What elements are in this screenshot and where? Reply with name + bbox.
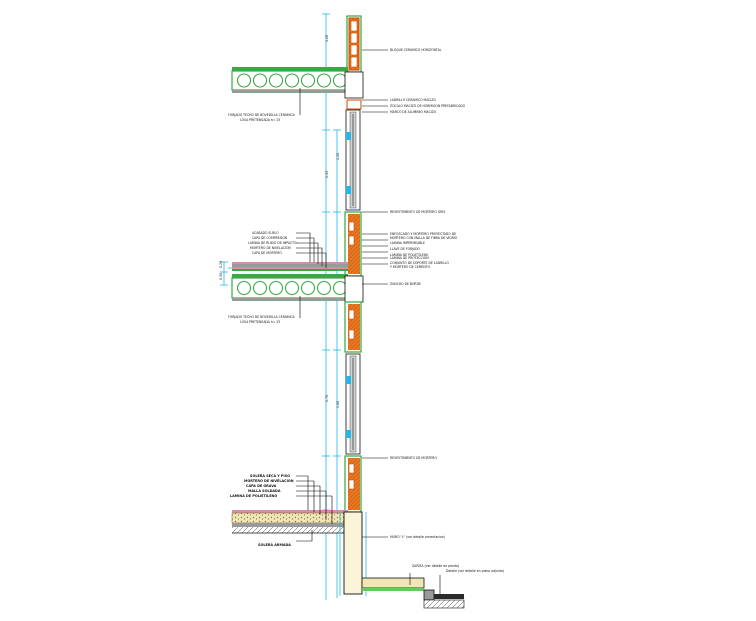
label-edge-beam: ZUNCHO DE BORDE <box>390 282 421 286</box>
label-upper-sill: MARCO DE ALUMINIO MACIZO <box>390 110 437 114</box>
mid-brick-wall <box>344 211 362 277</box>
label-floor-r6: CONJUNTO DE SOPORTE DE LADRILLO <box>390 261 449 265</box>
dim-floor-a: 0.25 <box>219 261 223 268</box>
label-floor-r5: LAMINA DE PROTECCION <box>390 256 429 260</box>
label-floor-l2: CAPA DE COMPRESION <box>252 236 288 240</box>
mid-lower-brick <box>344 301 362 353</box>
label-floor-r6b: Y MORTERO DE CEMENTO <box>390 265 431 269</box>
label-ground-l1: SOLERA SECA Y PISO <box>250 474 290 478</box>
leader-lines <box>296 49 441 594</box>
label-upper-lintel: LADRILLO CERAMICO MACIZO <box>390 98 436 102</box>
dim-floor-b: 0.30 <box>219 273 223 280</box>
ground-slab <box>231 510 349 534</box>
footing <box>361 577 465 609</box>
label-floor-r3: LLAVE DE FORJADO <box>390 247 421 251</box>
label-floor-r1: ENFOSCADO Y MORTERO PROYECTADO DE <box>390 232 456 236</box>
lower-window <box>345 353 361 455</box>
label-floor-l5: CAPA DE MORTERO <box>252 251 282 255</box>
label-floor-r4: LAMINA DE POLIETILENO <box>390 253 429 257</box>
label-footing: ZAPATA (ver detalle de planta) <box>412 564 459 568</box>
label-upper-parapet: BLOQUE CERAMICO HORIZONTAL <box>390 48 442 52</box>
mid-slab <box>231 274 364 303</box>
label-ground-l2: MORTERO DE NIVELACION <box>244 479 294 483</box>
dim-upper-parapet: 1.20 <box>325 35 329 42</box>
label-ground-l4: MALLA SOLDADA <box>248 489 281 493</box>
label-floor-l1: ACABADO SUELO <box>252 231 279 235</box>
label-floor-l3: LAMINA DE RUIDO DE IMPACTO <box>248 241 297 245</box>
label-group: BLOQUE CERAMICO HORIZONTAL LADRILLO CERA… <box>228 48 504 573</box>
label-ground-l6: SOLERA ARMADA <box>258 543 291 547</box>
floor-build-up <box>232 262 348 271</box>
label-slab2-a: FORJADO TECHO DE BOVEDILLA CERAMICA <box>228 315 296 319</box>
dimension-texts: 1.20 2.55 1.20 0.25 0.30 2.70 1.00 <box>219 35 340 408</box>
label-floor-r1b: MORTERO CON MALLA DE FIBRA DE VIDRIO <box>390 236 458 240</box>
dim-upper-window: 1.20 <box>336 153 340 160</box>
dim-lower-window: 1.00 <box>336 401 340 408</box>
label-slab2-b: LOSA PRETENSADA h= 25 <box>240 320 280 324</box>
upper-window <box>345 109 361 211</box>
label-wall-mid: REVESTIMIENTO DE MORTERO GRIS <box>390 210 445 214</box>
dim-upper-storey: 2.55 <box>325 171 329 178</box>
lower-brick-wall <box>344 455 362 513</box>
upper-parapet-brick <box>346 15 362 73</box>
label-ground-l5: LAMINA DE POLIETILENO <box>230 494 277 498</box>
label-detail-note: Detalle (ver detalle en plano adjunto) <box>446 569 504 573</box>
upper-slab <box>231 67 364 110</box>
label-floor-r2: LAMINA IMPERMEABLE <box>390 241 425 245</box>
label-upper-pref: ZOCALO MACIZO DE HORMIGON PREFABRICADO <box>390 104 466 108</box>
label-found-wall: MURO "L" (ver detalle cimentacion) <box>390 535 445 539</box>
dim-lower-storey: 2.70 <box>325 395 329 402</box>
label-slab1-a: FORJADO TECHO DE BOVEDILLA CERAMICA <box>228 113 296 117</box>
label-slab1-b: LOSA PRETENSADA h= 25 <box>240 118 280 122</box>
label-lower-wall: REVESTIMIENTO DE MORTERO <box>390 456 437 460</box>
label-ground-l3: CAPA DE GRAVA <box>246 484 277 488</box>
label-floor-l4: MORTERO DE NIVELACION <box>250 246 291 250</box>
